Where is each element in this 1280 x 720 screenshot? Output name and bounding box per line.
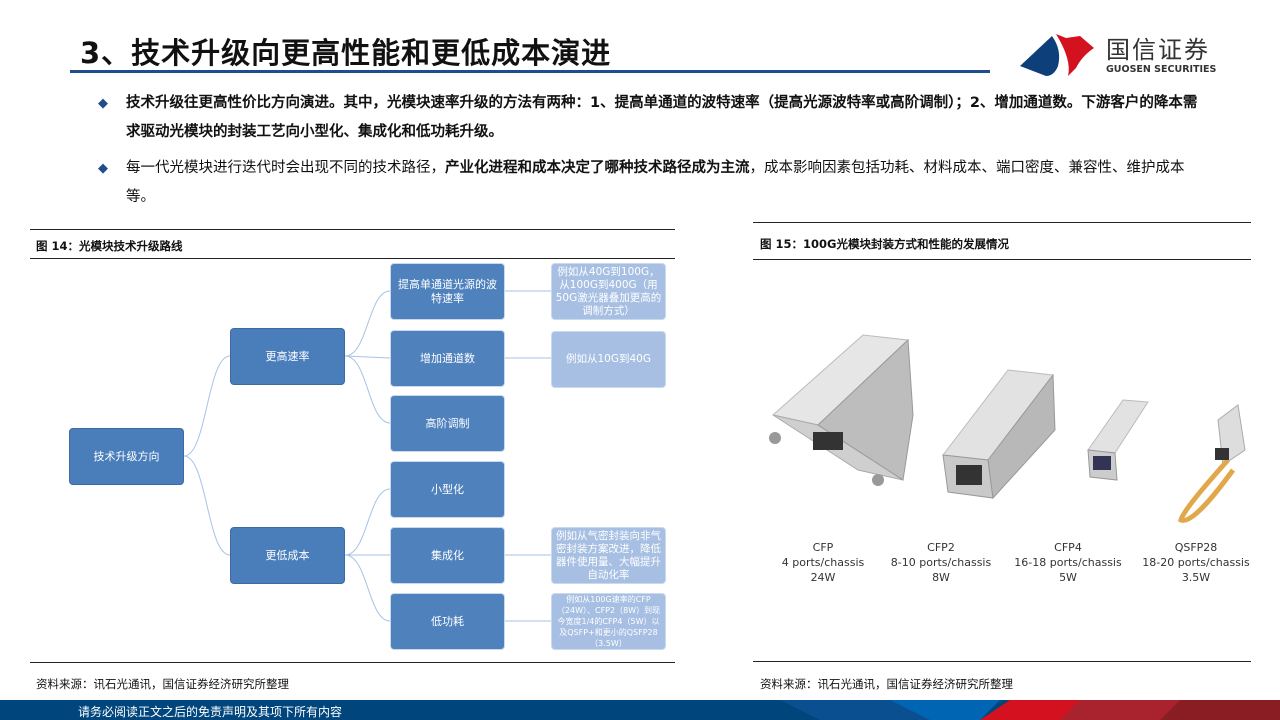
fig15-top-rule <box>753 222 1251 223</box>
node-higher-speed: 更高速率 <box>230 328 345 385</box>
fig15-bottom-rule <box>753 661 1251 662</box>
fig14-top-rule <box>30 229 675 230</box>
node-miniaturization: 小型化 <box>390 461 505 518</box>
logo-en: GUOSEN SECURITIES <box>1106 64 1217 75</box>
footer-bar <box>0 700 1280 720</box>
node-integration: 集成化 <box>390 527 505 584</box>
node-example-baud: 例如从40G到100G，从100G到400G（用50G激光器叠加更高的调制方式） <box>551 263 666 320</box>
fig15-caption: 图 15：100G光模块封装方式和性能的发展情况 <box>760 237 1009 251</box>
fig14-bottom-rule <box>30 662 675 663</box>
fig14-source: 资料来源：讯石光通讯，国信证券经济研究所整理 <box>36 677 289 691</box>
node-low-power: 低功耗 <box>390 593 505 650</box>
fig14-caption-rule <box>30 258 675 259</box>
logo-cn: 国信证券 <box>1106 36 1210 64</box>
cfp2-module-image <box>942 369 1056 500</box>
qsfp28-module-image <box>1178 404 1246 523</box>
page-title: 3、技术升级向更高性能和更低成本演进 <box>80 36 612 70</box>
cfp4-module-image <box>1087 399 1149 481</box>
bullet-2: ◆ 每一代光模块进行迭代时会出现不同的技术路径，产业化进程和成本决定了哪种技术路… <box>98 154 1208 212</box>
node-example-power: 例如从100G速率的CFP（24W）、CFP2（8W）到现今宽度1/4的CFP4… <box>551 593 666 650</box>
fig15-source: 资料来源：讯石光通讯，国信证券经济研究所整理 <box>760 677 1013 691</box>
node-example-integration: 例如从气密封装向非气密封装方案改进，降低器件使用量、大幅提升自动化率 <box>551 527 666 584</box>
fig14-caption: 图 14：光模块技术升级路线 <box>36 239 183 253</box>
node-root: 技术升级方向 <box>69 428 184 485</box>
node-high-order-modulation: 高阶调制 <box>390 395 505 452</box>
node-more-channels: 增加通道数 <box>390 330 505 387</box>
footer-decoration <box>780 700 1280 720</box>
module-photo <box>769 334 1246 523</box>
node-lower-cost: 更低成本 <box>230 527 345 584</box>
bullet-1: ◆ 技术升级往更高性价比方向演进。其中，光模块速率升级的方法有两种：1、提高单通… <box>98 89 1208 147</box>
title-divider <box>70 70 990 73</box>
fig15-caption-rule <box>753 259 1251 260</box>
tree-connectors <box>183 290 551 622</box>
footer-disclaimer: 请务必阅读正文之后的免责声明及其项下所有内容 <box>78 705 343 719</box>
diamond-bullet-icon: ◆ <box>98 96 108 111</box>
diamond-bullet-icon: ◆ <box>98 161 108 176</box>
cfp-module-image <box>769 334 914 486</box>
logo-mark-icon <box>1020 34 1094 76</box>
node-baud-rate: 提高单通道光源的波特速率 <box>390 263 505 320</box>
node-example-channels: 例如从10G到40G <box>551 331 666 388</box>
logo: 国信证券 GUOSEN SECURITIES <box>1018 30 1218 78</box>
